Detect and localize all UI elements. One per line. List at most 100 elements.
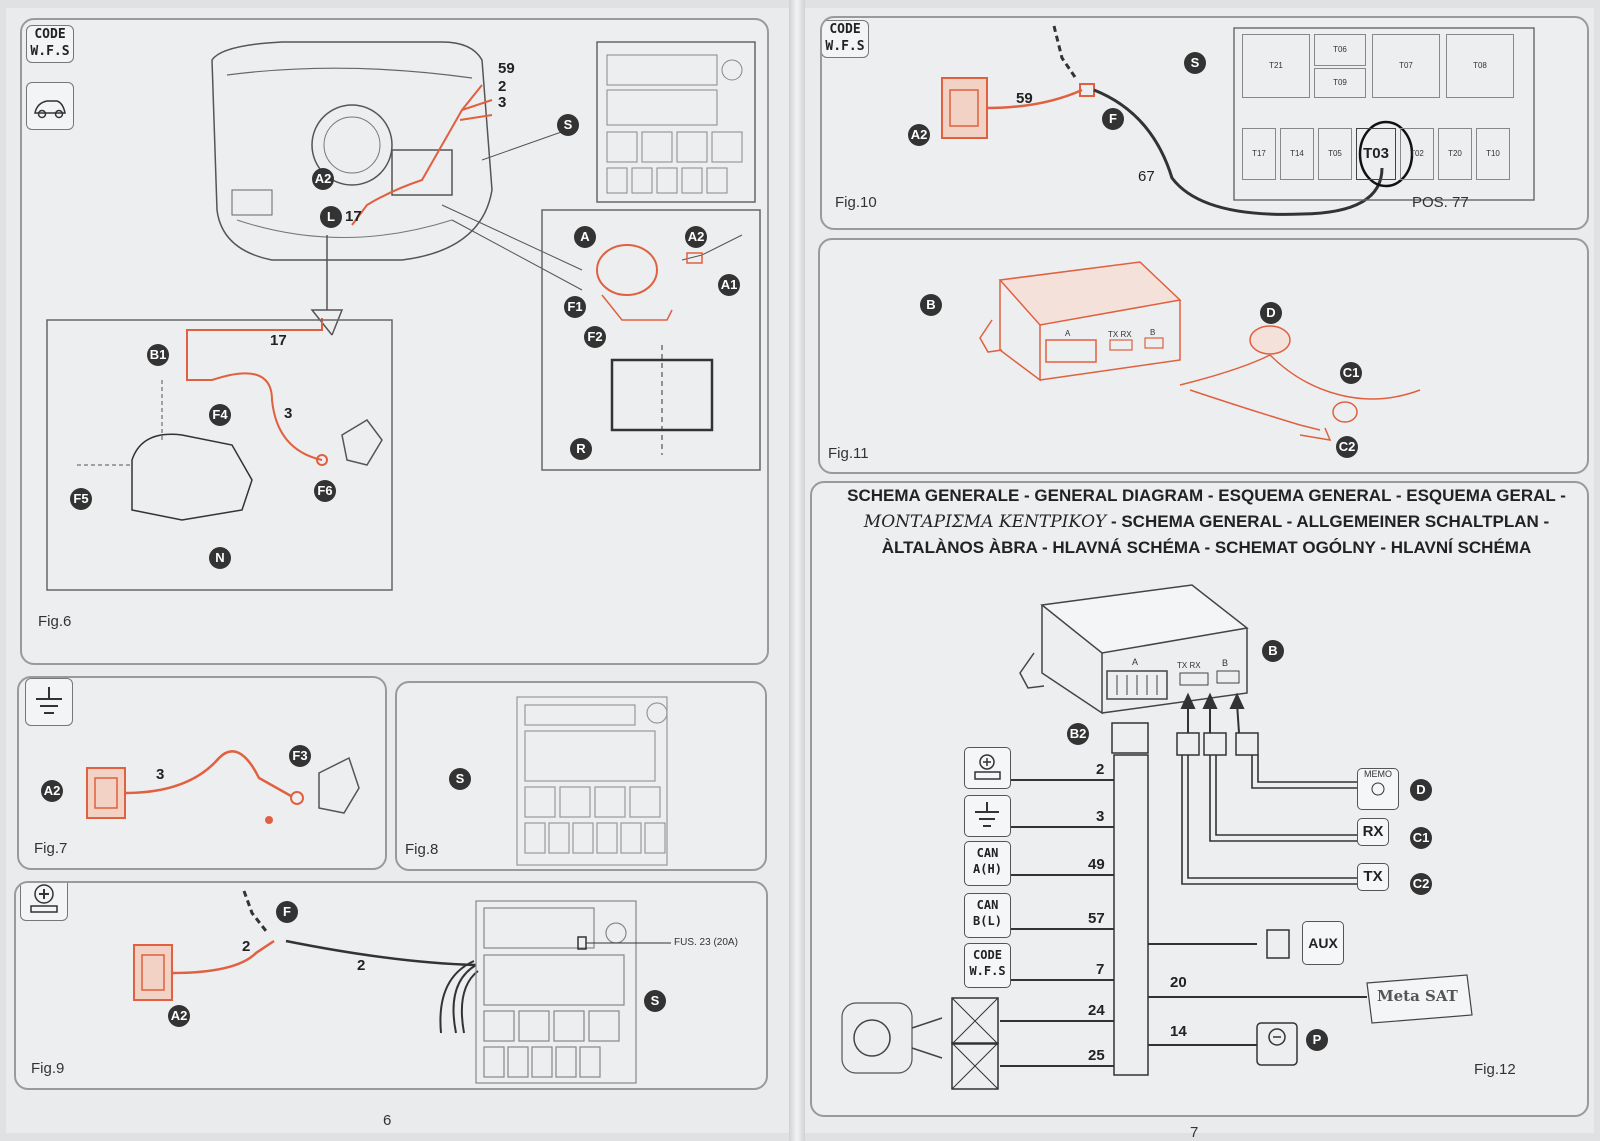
can-ah-box: CAN A(H) [964, 841, 1011, 886]
car-icon [26, 82, 74, 130]
wire-14: 14 [1170, 1023, 1187, 1040]
callout-f5: F5 [70, 488, 92, 510]
fig9-label: Fig.9 [31, 1060, 65, 1077]
callout-a2: A2 [41, 780, 63, 802]
relay-t02: T02 [1400, 128, 1434, 180]
relay-t14: T14 [1280, 128, 1314, 180]
wire-17: 17 [270, 332, 287, 349]
memo-label: MEMO [1364, 769, 1392, 779]
wire-59: 59 [1016, 90, 1033, 107]
battery-plus-box [964, 747, 1011, 789]
callout-b: B [920, 294, 942, 316]
callout-p: P [1306, 1029, 1328, 1051]
port-b: B [1150, 328, 1156, 337]
callout-s: S [1184, 52, 1206, 74]
fig8-drawing [516, 696, 668, 866]
relay-t05: T05 [1318, 128, 1352, 180]
port-txrx: TX RX [1108, 330, 1132, 339]
relay-t17: T17 [1242, 128, 1276, 180]
callout-f1: F1 [564, 296, 586, 318]
title-line2-rest: - SCHEMA GENERAL - ALLGEMEINER SCHALTPLA… [1106, 512, 1550, 531]
fig12-panel: SCHEMA GENERALE - GENERAL DIAGRAM - ESQU… [810, 481, 1589, 1117]
relay-t06: T06 [1314, 34, 1366, 66]
metasat-logo: Meta SAT [1377, 987, 1458, 1005]
fig6-label: Fig.6 [38, 613, 72, 630]
wire-57: 57 [1088, 910, 1105, 927]
wire-7: 7 [1096, 961, 1105, 978]
wire-2-black: 2 [357, 957, 366, 974]
fig12-drawing [841, 584, 1473, 1090]
fig11-label: Fig.11 [828, 445, 869, 462]
wire-2: 2 [498, 78, 507, 95]
port-a: A [1132, 657, 1139, 667]
relay-grid: T21 T06 T09 T07 T08 T17 T14 T05 T03 T02 … [1242, 34, 1527, 194]
fig11-panel: A TX RX B B D C1 C2 Fig.11 [818, 238, 1589, 474]
fig8-label: Fig.8 [405, 841, 439, 858]
battery-plus-icon [20, 883, 68, 921]
callout-c1: C1 [1410, 827, 1432, 849]
wire-2: 2 [1096, 761, 1105, 778]
relay-t03: T03 [1356, 128, 1396, 180]
callout-r: R [570, 438, 592, 460]
ground-box [964, 795, 1011, 837]
callout-a2: A2 [168, 1005, 190, 1027]
relay-t07: T07 [1372, 34, 1440, 98]
wire-24: 24 [1088, 1002, 1105, 1019]
page-fold [789, 0, 805, 1141]
fig6-panel: CODE W.F.S 59 2 3 17 17 3 A2 L S A A2 A1… [20, 18, 769, 665]
wire-59: 59 [498, 60, 515, 77]
aux-box: AUX [1302, 921, 1344, 965]
fig7-label: Fig.7 [34, 840, 68, 857]
fig10-label: Fig.10 [835, 194, 877, 211]
fig7-panel: A2 3 F3 Fig.7 [17, 676, 387, 870]
callout-b2: B2 [1067, 723, 1089, 745]
callout-f6: F6 [314, 480, 336, 502]
callout-s: S [449, 768, 471, 790]
wire-67: 67 [1138, 168, 1155, 185]
relay-t21: T21 [1242, 34, 1310, 98]
callout-b1: B1 [147, 344, 169, 366]
fig9-panel: F 2 2 FUS. 23 (20A) A2 S Fig.9 [14, 881, 768, 1090]
wire-3-lock: 3 [284, 405, 293, 422]
tx-box: TX [1357, 863, 1389, 891]
page-number-left: 6 [383, 1112, 392, 1129]
relay-t10: T10 [1476, 128, 1510, 180]
port-b: B [1222, 658, 1229, 668]
fig12-title-line3: ÀLTALÀNOS ÀBRA - HLAVNÁ SCHÉMA - SCHEMAT… [881, 538, 1532, 557]
code-wfs-box: CODE W.F.S [964, 943, 1011, 988]
callout-f3: F3 [289, 745, 311, 767]
fig12-title-line2: ΜΟΝΤΑΡΙΣΜΑ ΚΕΝΤΡΙΚΟΥ - SCHEMA GENERAL - … [812, 509, 1587, 535]
wire-3: 3 [498, 94, 507, 111]
can-bl-box: CAN B(L) [964, 893, 1011, 938]
relay-t20: T20 [1438, 128, 1472, 180]
callout-n: N [209, 547, 231, 569]
callout-f: F [276, 901, 298, 923]
fig12-label: Fig.12 [1474, 1061, 1516, 1078]
fig9-drawing [133, 890, 671, 1084]
code-wfs-badge: CODE W.F.S [26, 25, 74, 63]
callout-s: S [557, 114, 579, 136]
callout-s: S [644, 990, 666, 1012]
callout-f4: F4 [209, 404, 231, 426]
fig10-panel: CODE W.F.S A2 59 F 67 S T21 T06 T09 T07 … [820, 16, 1589, 230]
ground-icon [25, 678, 73, 726]
wire-3: 3 [156, 766, 165, 783]
callout-f: F [1102, 108, 1124, 130]
fig6-drawing [46, 41, 761, 591]
callout-a2: A2 [908, 124, 930, 146]
port-a: A [1065, 329, 1071, 338]
memo-box: MEMO [1357, 768, 1399, 810]
wire-20: 20 [1170, 974, 1187, 991]
callout-b: B [1262, 640, 1284, 662]
callout-a: A [574, 226, 596, 248]
fig8-panel: S Fig.8 [395, 681, 767, 871]
callout-a1: A1 [718, 274, 740, 296]
callout-c2: C2 [1336, 436, 1358, 458]
callout-c1: C1 [1340, 362, 1362, 384]
port-txrx: TX RX [1177, 661, 1201, 670]
fig11-drawing [979, 261, 1421, 441]
callout-c2: C2 [1410, 873, 1432, 895]
wire-49: 49 [1088, 856, 1105, 873]
callout-f2: F2 [584, 326, 606, 348]
page-number-right: 7 [1190, 1124, 1199, 1141]
